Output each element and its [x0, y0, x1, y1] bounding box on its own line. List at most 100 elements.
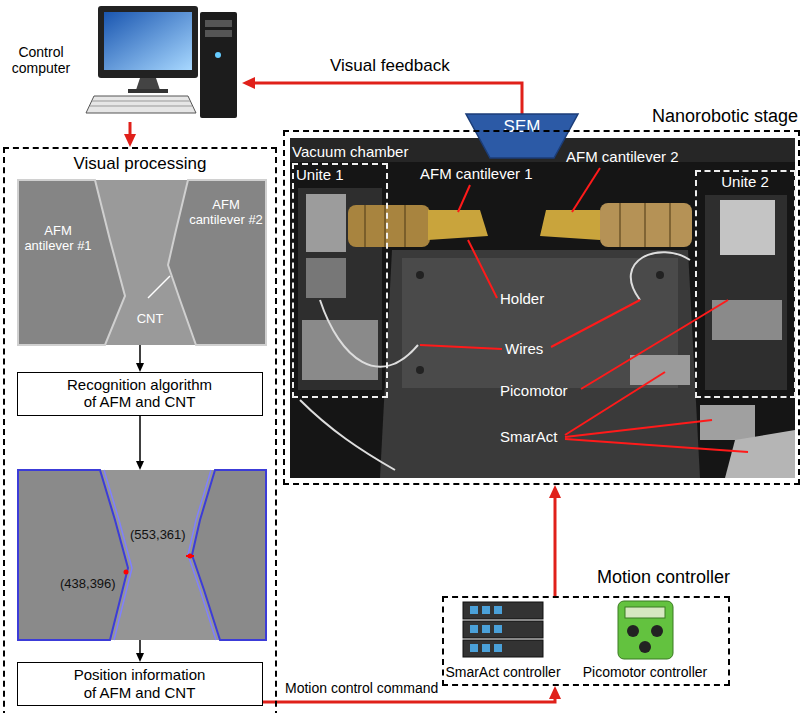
- sem-image: [18, 180, 266, 345]
- drawing-part: [124, 570, 129, 575]
- drawing-part: [18, 180, 266, 345]
- stage-photo: [290, 138, 795, 478]
- drawing-part: [320, 300, 418, 367]
- drawing-part: [494, 606, 502, 614]
- node-subtext: (438,396): [60, 577, 120, 592]
- connector-line: [554, 497, 557, 596]
- arrow-head: [136, 461, 144, 470]
- drawing-part: [482, 606, 490, 614]
- part-label: Holder: [500, 290, 544, 307]
- drawing-part: [470, 606, 478, 614]
- connector: [136, 640, 144, 662]
- sem-trapezoid: [466, 114, 578, 158]
- connector-line: [139, 345, 141, 364]
- drawing-part: [348, 205, 430, 247]
- connector: [242, 77, 522, 114]
- drawing-part: [86, 96, 196, 113]
- controller-node: SmarAct controller: [448, 599, 558, 684]
- node-text: SmarAct controller: [438, 664, 568, 680]
- drawing-part: [463, 602, 543, 619]
- connector-line: [254, 83, 522, 114]
- drawing-part: [300, 400, 395, 470]
- drawing-part: [600, 203, 692, 247]
- drawing-part: [18, 470, 266, 640]
- drawing-part: [458, 185, 470, 212]
- controller-panel: Motion controllerSmarAct controllerPicom…: [442, 596, 730, 686]
- node-text: AFM antilever #1: [22, 224, 94, 254]
- unit-box: Unite 2: [695, 170, 796, 398]
- arrow-head: [242, 77, 255, 89]
- drawing-part: [565, 420, 712, 437]
- node-text: SEM: [466, 117, 578, 137]
- drawing-part: [470, 644, 478, 652]
- leader-lines: [420, 168, 748, 452]
- process-box: Recognition algorithm of AFM and CNT: [17, 372, 263, 416]
- drawing-part: [290, 138, 795, 478]
- drawing-part: [712, 300, 782, 340]
- box-text: Position information of AFM and CNT: [70, 666, 210, 701]
- drawing-part: [618, 601, 673, 659]
- connector: [136, 345, 144, 372]
- drawing-part: [720, 200, 775, 255]
- processing-panel: Visual processingAFM antilever #1AFM can…: [3, 147, 277, 713]
- node-subtext: AFM cantilever #2: [187, 198, 265, 228]
- drawing-part: [168, 180, 266, 345]
- drawing-part: [581, 300, 728, 389]
- drawing-part: [365, 205, 405, 247]
- drawing-part: [205, 30, 232, 37]
- box-text: Recognition algorithm of AFM and CNT: [65, 376, 215, 411]
- node-text: (553,361): [130, 528, 190, 543]
- result-image-frame: (553,361) (438,396): [18, 470, 266, 640]
- drawing-part: [416, 366, 424, 374]
- node-subtext: CNT: [130, 312, 170, 327]
- smaract-controller-icon: [463, 602, 543, 657]
- drawing-part: [302, 320, 378, 380]
- drawing-part: [98, 6, 198, 78]
- drawing-part: [540, 210, 600, 240]
- drawing-part: [128, 89, 168, 93]
- arrow-head: [549, 686, 561, 699]
- connector: [124, 122, 136, 147]
- connector-line: [139, 416, 141, 463]
- drawing-part: [420, 345, 502, 349]
- part-label: SmarAct: [500, 428, 558, 445]
- arrow-head: [136, 653, 144, 662]
- drawing-part: [494, 625, 502, 633]
- part-label: Picomotor: [500, 382, 568, 399]
- computer-node: Control computer: [2, 2, 242, 122]
- node-text: Unite 1: [296, 166, 382, 183]
- arrow-head: [136, 363, 144, 372]
- connector-line: [139, 640, 141, 654]
- drawing-part: [494, 644, 502, 652]
- node-text: Motion controller: [540, 567, 730, 588]
- part-label: AFM cantilever 1: [420, 165, 533, 182]
- drawing-part: [90, 101, 192, 106]
- connector-line: [263, 698, 555, 702]
- drawing-part: [104, 470, 132, 640]
- drawing-part: [428, 210, 488, 240]
- drawing-part: [416, 271, 424, 279]
- drawing-part: [200, 12, 237, 118]
- drawing-part: [631, 252, 690, 300]
- drawing-part: [705, 195, 787, 390]
- sem-column: SEM: [466, 114, 578, 158]
- drawing-part: [463, 621, 543, 638]
- node-text: Nanorobotic stage: [560, 106, 798, 127]
- drawing-part: [630, 355, 690, 385]
- controller-node: Picomotor controller: [590, 598, 700, 684]
- drawing-part: [18, 180, 125, 345]
- process-box: Position information of AFM and CNT: [17, 662, 263, 706]
- part-label: Vacuum chamber: [292, 143, 408, 160]
- drawing-part: [572, 168, 600, 212]
- drawing-part: [565, 439, 748, 452]
- part-label: Wires: [505, 340, 543, 357]
- sem-image-frame: AFM antilever #1 AFM cantilever #2 CNT: [18, 180, 266, 345]
- drawing-part: [551, 300, 640, 347]
- drawing-part: [651, 625, 663, 637]
- connector: [549, 485, 561, 596]
- drawing-part: [725, 430, 795, 478]
- node-text: Unite 2: [700, 173, 790, 190]
- drawing-part: [136, 78, 160, 90]
- drawing-part: [188, 554, 193, 559]
- drawing-part: [205, 20, 232, 27]
